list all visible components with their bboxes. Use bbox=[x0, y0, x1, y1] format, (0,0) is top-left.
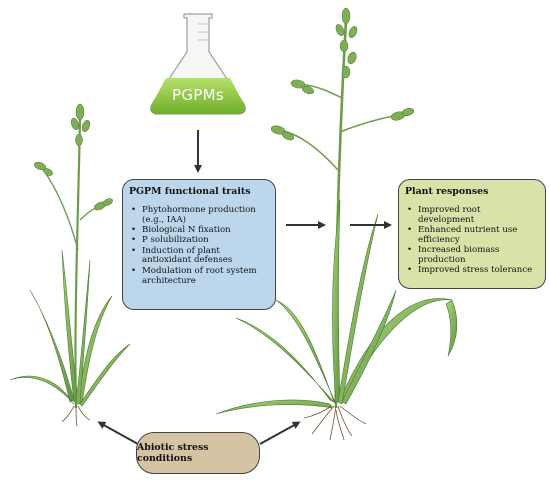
responses-list: Improved root development Enhanced nutri… bbox=[405, 205, 539, 276]
stress-label: Abiotic stress conditions bbox=[137, 442, 209, 464]
traits-title: PGPM functional traits bbox=[129, 186, 251, 197]
traits-item: P solubilization bbox=[129, 236, 269, 246]
traits-item: Induction of plant antioxidant defenses bbox=[129, 246, 269, 267]
responses-item: Improved stress tolerance bbox=[405, 265, 539, 276]
stress-box: Abiotic stress conditions bbox=[136, 432, 260, 474]
arrow-stress-to-right-plant bbox=[259, 421, 301, 445]
traits-item: Modulation of root system architecture bbox=[129, 266, 269, 287]
arrow-stress-to-left-plant bbox=[97, 421, 139, 445]
plant-after-illustration bbox=[215, 7, 458, 441]
flask-icon bbox=[150, 13, 246, 115]
responses-item: Increased biomass production bbox=[405, 245, 539, 266]
responses-item: Enhanced nutrient use efficiency bbox=[405, 225, 539, 246]
responses-title: Plant responses bbox=[405, 186, 489, 197]
flask-label: PGPMs bbox=[172, 86, 224, 104]
responses-box: Plant responses Improved root developmen… bbox=[398, 179, 546, 289]
traits-item: Phytohormone production (e.g., IAA) bbox=[129, 205, 269, 226]
plant-before-illustration bbox=[9, 103, 131, 427]
traits-item: Biological N fixation bbox=[129, 225, 269, 236]
traits-list: Phytohormone production (e.g., IAA) Biol… bbox=[129, 205, 269, 287]
traits-box: PGPM functional traits Phytohormone prod… bbox=[122, 179, 276, 310]
responses-item: Improved root development bbox=[405, 205, 539, 226]
